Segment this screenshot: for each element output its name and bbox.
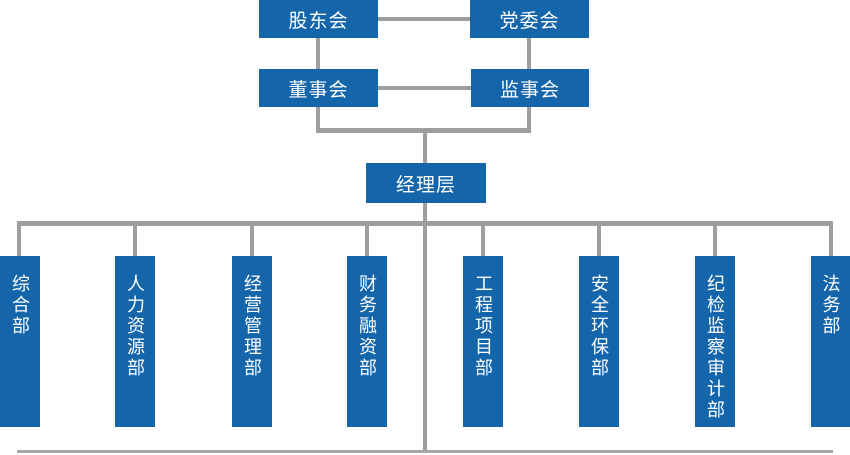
node-label: 党委会 (499, 10, 560, 32)
node-dept-finance-financing: 财务融资部 (347, 256, 387, 427)
connector-party-supervisory (527, 38, 531, 69)
bracket-center-stem (423, 133, 427, 163)
bracket-right-stem (527, 107, 531, 133)
bracket-horizontal (316, 128, 531, 133)
node-label: 经理层 (395, 174, 456, 196)
drop-dept-6 (597, 226, 601, 256)
dept-label: 纪检监察审计部 (705, 274, 725, 421)
dept-label: 人力资源部 (125, 274, 145, 379)
management-stem (423, 203, 427, 221)
dept-label: 安全环保部 (589, 274, 609, 379)
node-dept-human-resources: 人力资源部 (115, 256, 155, 427)
node-dept-engineering-projects: 工程项目部 (463, 256, 503, 427)
dept-label: 财务融资部 (357, 274, 377, 379)
node-shareholders-meeting: 股东会 (259, 0, 378, 38)
node-dept-safety-environment: 安全环保部 (579, 256, 619, 427)
drop-dept-5 (481, 226, 485, 256)
drop-dept-3 (250, 226, 254, 256)
node-dept-discipline-audit: 纪检监察审计部 (695, 256, 735, 427)
drop-dept-2 (133, 226, 137, 256)
connector-shareholders-board (316, 38, 320, 69)
bracket-left-stem (316, 107, 320, 133)
node-label: 股东会 (288, 10, 349, 32)
dept-label: 工程项目部 (473, 274, 493, 379)
node-management-level: 经理层 (366, 163, 486, 203)
dept-label: 法务部 (820, 274, 841, 337)
drop-dept-8 (829, 226, 833, 256)
node-label: 监事会 (499, 79, 560, 101)
node-label: 董事会 (288, 79, 349, 101)
drop-dept-7 (713, 226, 717, 256)
dept-label: 经营管理部 (242, 274, 262, 379)
central-line (423, 226, 427, 450)
node-board-of-directors: 董事会 (259, 69, 378, 107)
connector-shareholders-party (378, 17, 470, 21)
node-dept-business-management: 经营管理部 (232, 256, 272, 427)
dept-label: 综合部 (10, 274, 30, 337)
node-party-committee: 党委会 (470, 0, 589, 38)
node-dept-legal: 法务部 (811, 256, 850, 427)
drop-dept-4 (365, 226, 369, 256)
node-dept-general: 综合部 (0, 256, 40, 427)
bottom-line (17, 450, 833, 453)
branch-line (17, 221, 833, 226)
drop-dept-1 (17, 226, 21, 256)
connector-board-supervisory (378, 86, 471, 90)
node-supervisory-board: 监事会 (471, 69, 589, 107)
